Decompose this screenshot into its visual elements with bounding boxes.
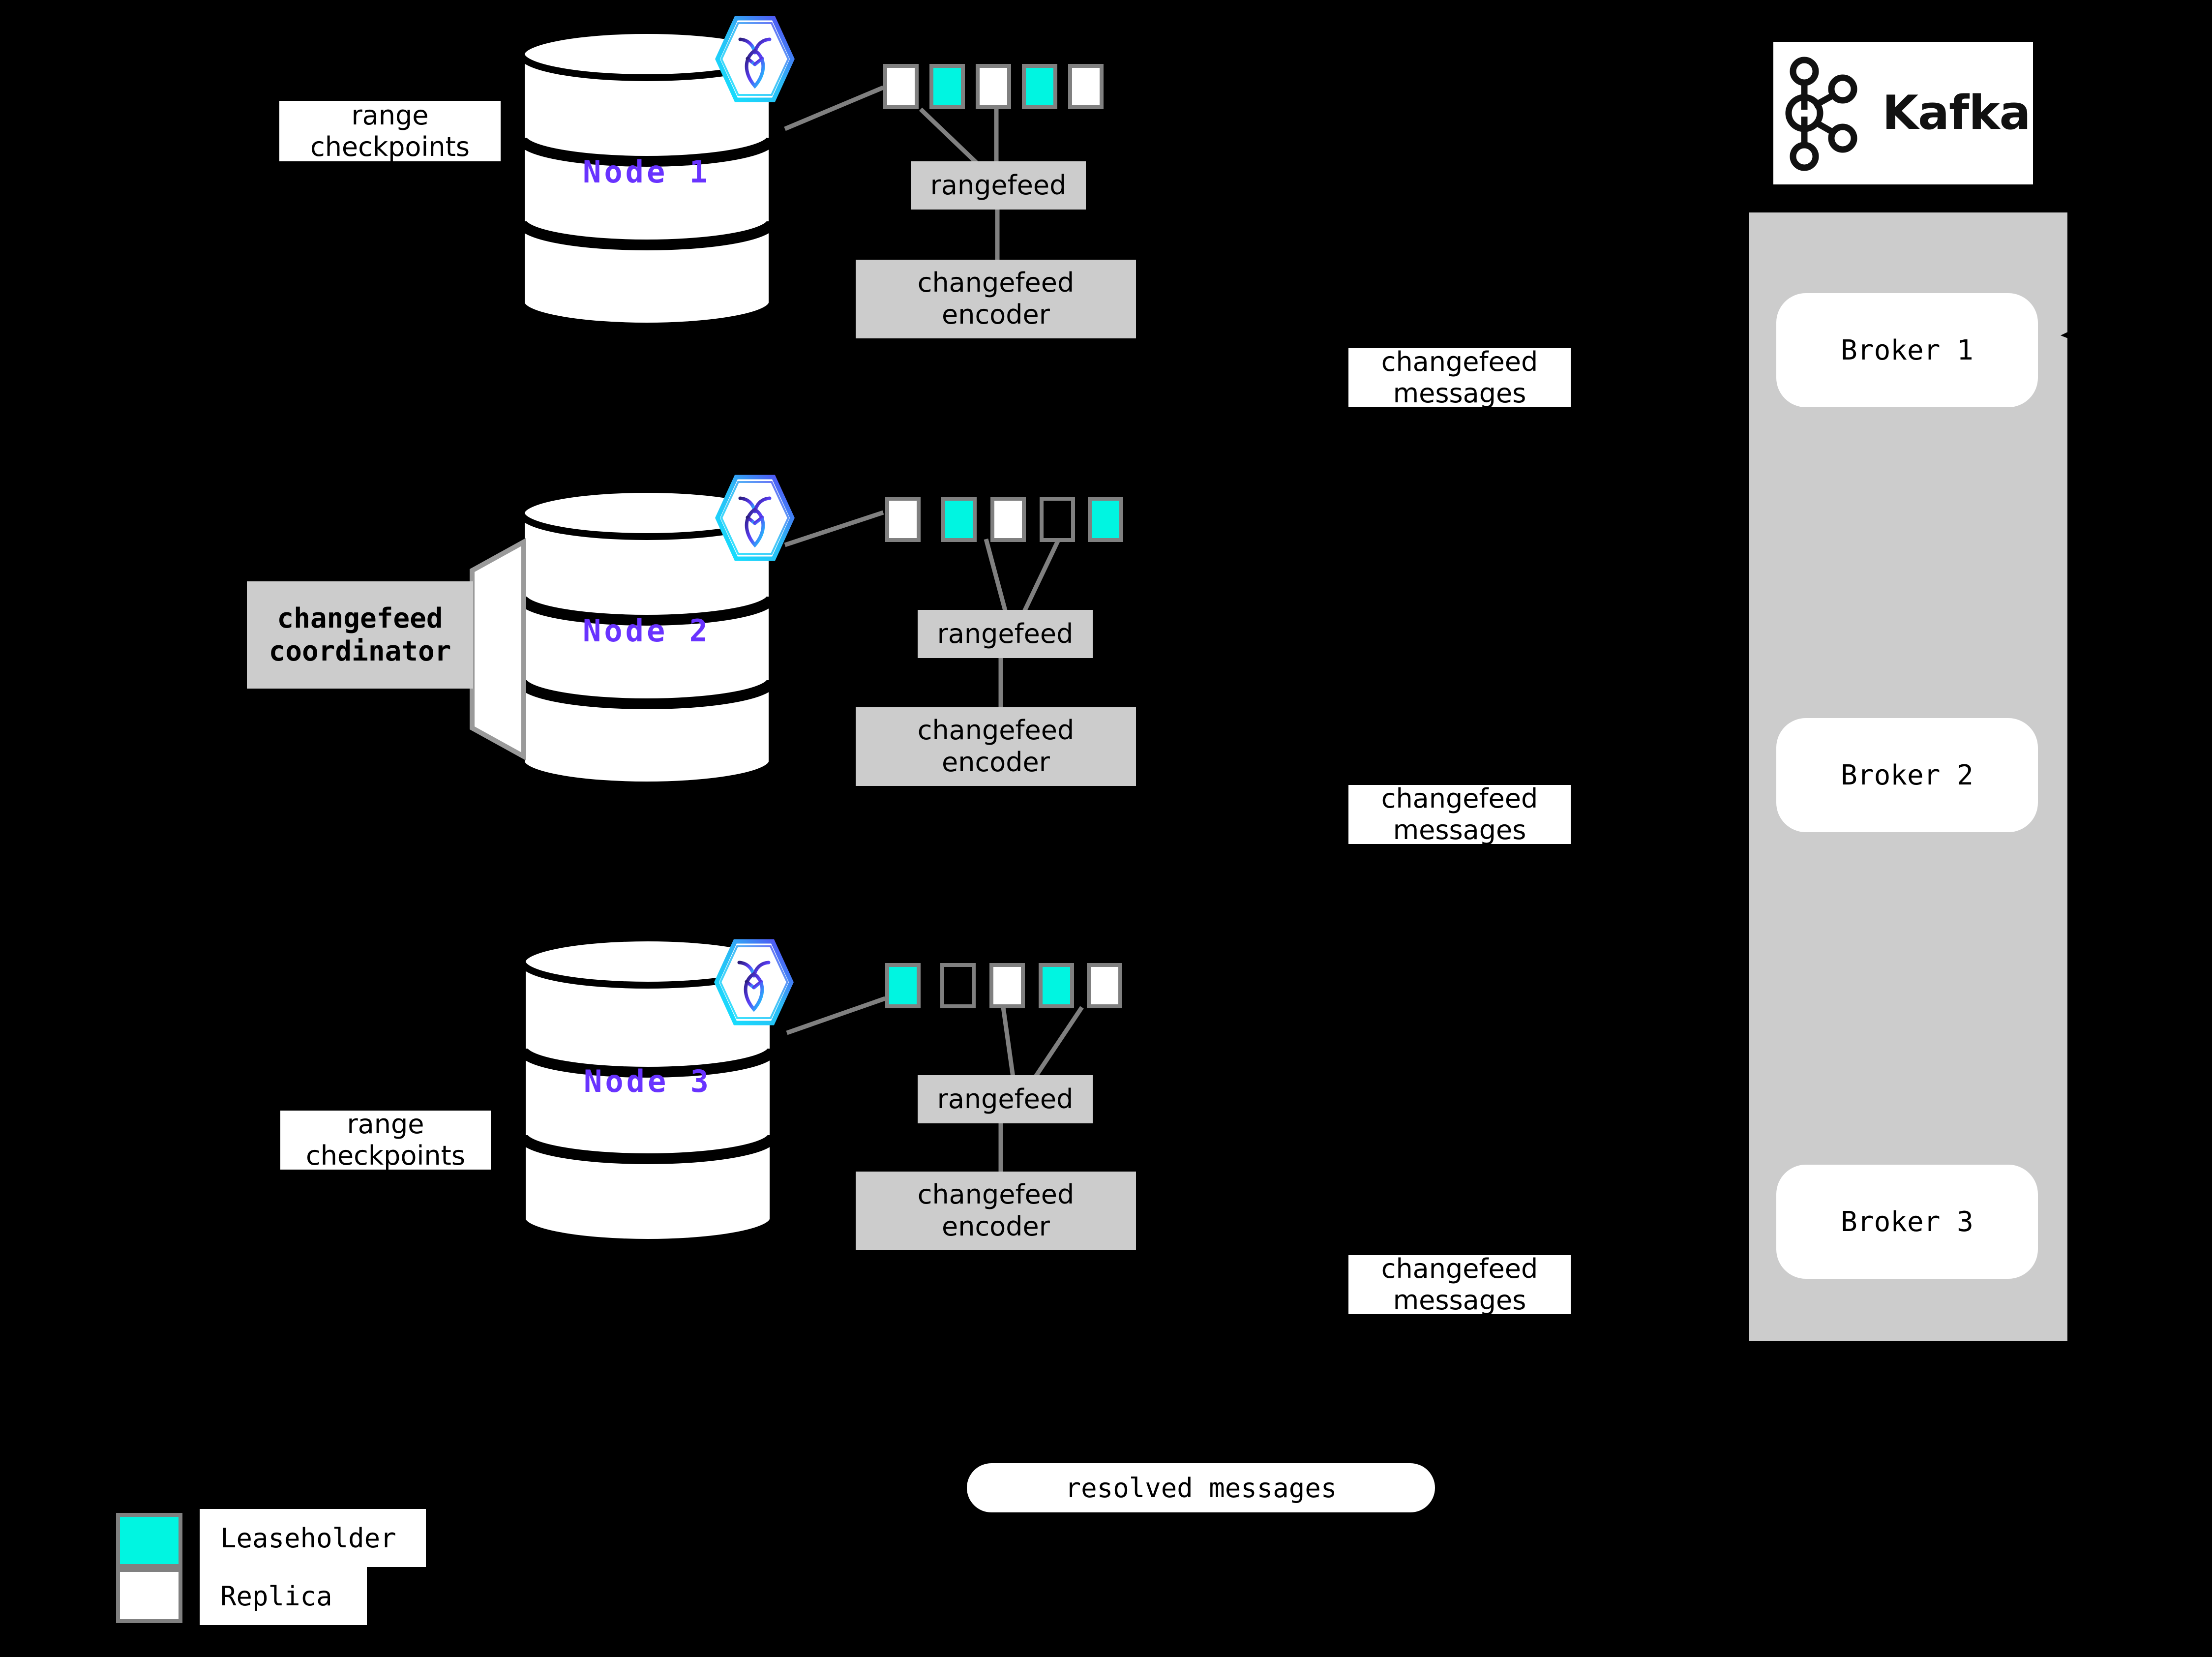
changefeed-coordinator-box[interactable]: changefeed coordinator	[247, 581, 473, 689]
encoder-line-2: encoder	[942, 747, 1050, 778]
changefeed-coordinator-pointer	[470, 538, 526, 761]
node-1-range-row	[883, 64, 1104, 109]
node-3-range-checkpoints-label: range checkpoints	[280, 1111, 491, 1170]
message-line-1: changefeed	[1381, 1255, 1538, 1285]
range-cell-leaseholder[interactable]	[941, 497, 977, 542]
node-1-changefeed-encoder-box[interactable]: changefeed encoder	[856, 260, 1136, 338]
node-2-changefeed-encoder-box[interactable]: changefeed encoder	[856, 707, 1136, 786]
range-cell-leaseholder[interactable]	[885, 963, 921, 1008]
message-line-2: messages	[1393, 814, 1526, 844]
range-cell-leaseholder[interactable]	[1022, 64, 1057, 109]
node-1-label: Node 1	[583, 154, 711, 190]
node-1-cylinder: Node 1	[516, 27, 777, 330]
kafka-panel-arrow-notch	[2061, 325, 2083, 344]
node-3-cylinder: Node 3	[517, 934, 778, 1246]
annotation-line-1: range	[351, 101, 429, 131]
range-cell-replica[interactable]	[1068, 64, 1104, 109]
encoder-line-1: changefeed	[917, 1179, 1075, 1210]
node-2-cylinder: Node 2	[516, 486, 777, 788]
changefeed-messages-label: changefeed messages	[1348, 785, 1571, 844]
node-1-rangefeed-box[interactable]: rangefeed	[911, 161, 1086, 210]
encoder-line-2: encoder	[942, 1211, 1050, 1242]
encoder-line-2: encoder	[942, 299, 1050, 330]
node-3-rangefeed-box[interactable]: rangefeed	[918, 1075, 1093, 1123]
coordinator-line-2: coordinator	[269, 635, 451, 667]
cockroachdb-hexagon-logo	[713, 471, 797, 565]
node-3-label: Node 3	[584, 1063, 712, 1099]
range-cell-replica[interactable]	[990, 497, 1026, 542]
annotation-line-2: checkpoints	[310, 131, 470, 162]
kafka-wordmark: Kafka	[1882, 86, 2031, 140]
range-cell-replica[interactable]	[989, 963, 1025, 1008]
encoder-line-1: changefeed	[917, 715, 1075, 746]
annotation-line-1: range	[347, 1111, 424, 1140]
broker-3[interactable]: Broker 3	[1776, 1165, 2038, 1279]
resolved-messages-pill[interactable]: resolved messages	[967, 1463, 1435, 1512]
cockroachdb-hexagon-logo	[712, 935, 796, 1029]
legend-swatch-replica	[116, 1568, 182, 1623]
node-3-changefeed-encoder-box[interactable]: changefeed encoder	[856, 1172, 1136, 1250]
node-3-range-row	[885, 963, 1122, 1008]
legend: Leaseholder Replica	[116, 1509, 460, 1626]
range-cell-replica[interactable]	[976, 64, 1011, 109]
changefeed-messages-label: changefeed messages	[1348, 1255, 1571, 1314]
kafka-logo-box: Kafka	[1773, 42, 2033, 184]
message-line-1: changefeed	[1381, 785, 1538, 814]
changefeed-messages-label: changefeed messages	[1348, 348, 1571, 407]
range-cell-replica[interactable]	[883, 64, 919, 109]
range-cell-leaseholder[interactable]	[1088, 497, 1123, 542]
message-line-1: changefeed	[1381, 348, 1538, 378]
legend-swatch-leaseholder	[116, 1513, 182, 1568]
legend-label-replica: Replica	[200, 1567, 367, 1625]
broker-2[interactable]: Broker 2	[1776, 718, 2038, 832]
range-cell-leaseholder[interactable]	[1039, 963, 1074, 1008]
kafka-logo	[1785, 57, 1857, 171]
annotation-line-2: checkpoints	[306, 1140, 465, 1170]
coordinator-line-1: changefeed	[277, 602, 443, 634]
encoder-line-1: changefeed	[917, 267, 1075, 299]
legend-label-leaseholder: Leaseholder	[200, 1509, 426, 1567]
node-2-range-row	[885, 497, 1123, 542]
range-cell-leaseholder[interactable]	[929, 64, 965, 109]
range-cell-empty[interactable]	[1040, 497, 1075, 542]
node-2-rangefeed-box[interactable]: rangefeed	[918, 610, 1093, 658]
range-cell-empty[interactable]	[940, 963, 976, 1008]
message-line-2: messages	[1393, 1285, 1526, 1314]
node-2-label: Node 2	[583, 613, 711, 649]
node-1-range-checkpoints-label: range checkpoints	[279, 101, 501, 161]
range-cell-replica[interactable]	[1087, 963, 1122, 1008]
cockroachdb-hexagon-logo	[713, 12, 797, 106]
range-cell-replica[interactable]	[885, 497, 921, 542]
message-line-2: messages	[1393, 378, 1526, 407]
broker-1[interactable]: Broker 1	[1776, 293, 2038, 407]
